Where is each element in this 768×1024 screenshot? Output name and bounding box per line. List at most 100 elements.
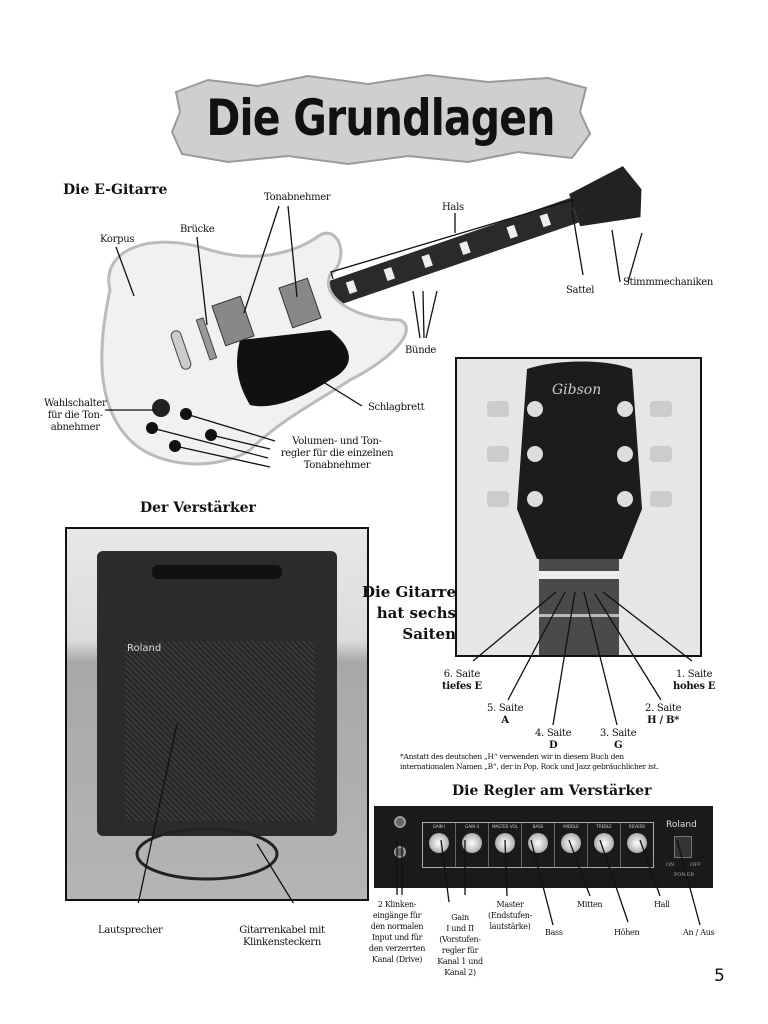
string-number: 2. Saite	[645, 703, 682, 714]
strings-heading: Die Gitarre hat sechs Saiten	[330, 582, 456, 645]
amp-heading: Der Verstärker	[140, 500, 256, 516]
label-hoehen: Höhen	[614, 928, 640, 937]
label-kabel: Gitarrenkabel mit Klinkensteckern	[232, 925, 332, 949]
panel-brand: Roland	[666, 820, 697, 830]
label-line: 2 Klinken-	[377, 900, 417, 909]
string-note: G	[614, 740, 623, 751]
string-note: tiefes E	[442, 681, 482, 692]
string-note: D	[548, 740, 558, 751]
guitar-heading: Die E-Gitarre	[63, 182, 168, 198]
knob-icon	[429, 833, 449, 853]
footnote-line: internationalen Namen „B“, der in Pop, R…	[400, 762, 659, 771]
label-line: Gain	[451, 913, 469, 922]
power-switch	[674, 836, 692, 858]
amp-cabinet: Roland	[97, 551, 337, 836]
label-regler: Volumen- und Ton- regler für die einzeln…	[272, 436, 402, 472]
headstock-brand: Gibson	[552, 382, 601, 398]
knob-bass[interactable]: BASS	[522, 823, 555, 867]
guitar-neck	[296, 166, 642, 317]
string-note: A	[501, 715, 509, 726]
string-note: H / B*	[647, 715, 680, 726]
label-line: abnehmer	[50, 422, 100, 433]
amp-brand: Roland	[127, 643, 162, 654]
power-on-label: ON	[666, 862, 675, 868]
label-tonabnehmer: Tonabnehmer	[264, 192, 331, 203]
power-off-label: OFF	[690, 862, 702, 868]
knob-label: TREBLE	[596, 824, 612, 829]
headstock-illustration: Gibson	[487, 361, 672, 659]
string-number: 1. Saite	[675, 669, 713, 680]
title-banner: Die Grundlagen	[168, 72, 593, 167]
knob-icon	[627, 833, 647, 853]
amp-handle	[152, 565, 282, 579]
pickguard	[237, 330, 349, 407]
label-line: Master	[496, 900, 524, 909]
label-line: Input und für	[371, 933, 423, 942]
knob-label: BASS	[532, 824, 544, 829]
label-buende: Bünde	[405, 345, 437, 356]
label-line: Kanal 2)	[444, 968, 476, 977]
knob-treble[interactable]: TREBLE	[588, 823, 621, 867]
heading-line: hat sechs	[376, 604, 456, 622]
knob-middle[interactable]: MIDDLE	[555, 823, 588, 867]
label-line: I und II	[446, 924, 474, 933]
label-line: Volumen- und Ton-	[292, 436, 382, 447]
label-hals: Hals	[442, 202, 464, 213]
label-mitten: Mitten	[577, 900, 603, 909]
footnote: *Anstatt des deutschen „H“ verwenden wir…	[400, 752, 659, 772]
knob-reverb[interactable]: REVERB	[621, 823, 653, 867]
guitar-body	[100, 231, 408, 466]
label-line: Wahlschalter	[44, 398, 107, 409]
knob-gain-ii[interactable]: GAIN II	[456, 823, 489, 867]
page-number: 5	[714, 966, 725, 986]
string-number: 3. Saite	[600, 728, 637, 739]
label-line: Klinkensteckern	[242, 937, 322, 948]
input-jack	[394, 846, 406, 858]
label-master: Master (Endstufen- lautstärke)	[480, 899, 540, 932]
heading-line: Die Gitarre	[362, 583, 456, 601]
amp-photo: Roland	[65, 527, 369, 903]
label-line: (Vorstufen-	[439, 935, 481, 944]
knob-icon	[561, 833, 581, 853]
knob-icon	[528, 833, 548, 853]
label-schlagbrett: Schlagbrett	[368, 402, 425, 413]
label-line: (Endstufen-	[488, 911, 532, 920]
string-number: 5. Saite	[487, 703, 524, 714]
knob-label: REVERB	[628, 824, 646, 829]
string-number: 6. Saite	[443, 669, 481, 680]
label-lautsprecher: Lautsprecher	[98, 925, 163, 936]
heading-line: Saiten	[402, 625, 456, 643]
label-line: lautstärke)	[489, 922, 531, 931]
label-line: für die Ton-	[47, 410, 103, 421]
label-line: regler für die einzelnen	[280, 448, 394, 459]
page-title: Die Grundlagen	[206, 89, 555, 147]
label-line: Tonabnehmer	[303, 460, 371, 471]
footnote-line: *Anstatt des deutschen „H“ verwenden wir…	[400, 752, 624, 761]
label-eingaenge: 2 Klinken- eingänge für den normalen Inp…	[362, 899, 432, 965]
label-hall: Hall	[654, 900, 670, 909]
string-note: hohes E	[673, 681, 716, 692]
label-an-aus: An / Aus	[683, 928, 715, 937]
input-jack	[394, 816, 406, 828]
label-line: Kanal 1 und	[437, 957, 483, 966]
label-line: Gitarrenkabel mit	[239, 925, 325, 936]
label-sattel: Sattel	[566, 285, 595, 296]
knob-master-vol[interactable]: MASTER VOL	[489, 823, 522, 867]
label-korpus: Korpus	[100, 234, 135, 245]
label-line: den normalen	[370, 922, 424, 931]
knob-gain-i[interactable]: GAIN I	[423, 823, 456, 867]
label-line: den verzerrten	[368, 944, 426, 953]
controls-heading: Die Regler am Verstärker	[452, 783, 652, 799]
label-wahlschalter: Wahlschalter für die Ton- abnehmer	[44, 398, 107, 434]
string-number: 4. Saite	[535, 728, 572, 739]
knob-label: MASTER VOL	[492, 824, 518, 829]
label-line: Kanal (Drive)	[371, 955, 423, 964]
knob-icon	[495, 833, 515, 853]
